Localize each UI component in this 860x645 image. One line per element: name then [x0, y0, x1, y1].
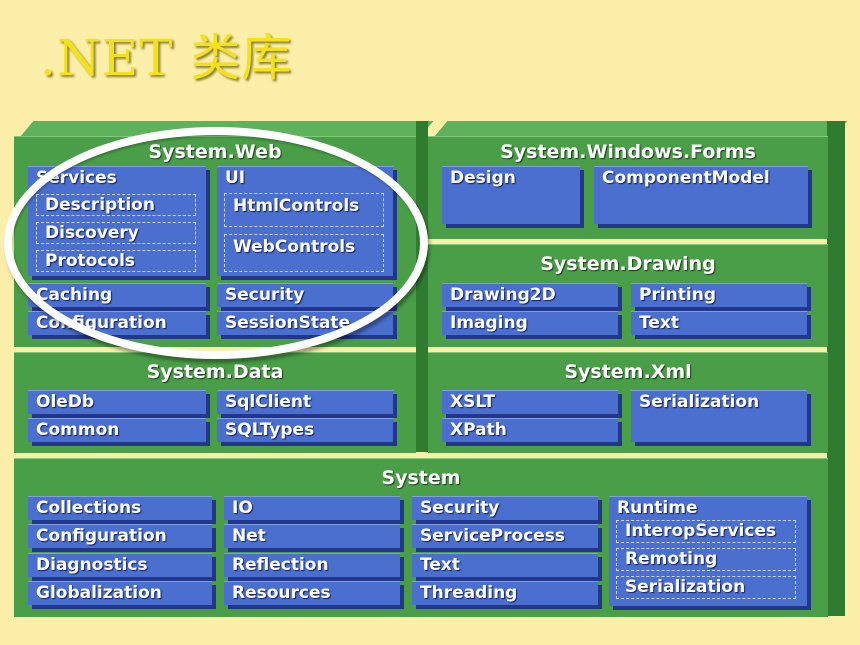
printing-box: Printing	[631, 283, 807, 307]
net-box: Net	[224, 524, 400, 548]
xslt-box: XSLT	[442, 390, 618, 414]
componentmodel-box: ComponentModel	[594, 166, 808, 224]
common-box: Common	[28, 418, 206, 442]
web-configuration-box: Configuration	[28, 311, 206, 335]
design-box: Design	[442, 166, 580, 224]
io-box: IO	[224, 496, 400, 520]
runtime-serialization-box: Serialization	[616, 576, 796, 599]
web-security-box: Security	[217, 283, 393, 307]
page-title: .NET 类库	[40, 29, 293, 87]
collections-box: Collections	[28, 496, 212, 520]
data-panel-side	[416, 346, 428, 452]
sys-text-box: Text	[412, 553, 598, 577]
discovery-box: Discovery	[36, 222, 196, 244]
drawing-text-box: Text	[631, 311, 807, 335]
remoting-box: Remoting	[616, 548, 796, 571]
drawing-panel-side	[827, 238, 845, 346]
caching-box: Caching	[28, 283, 206, 307]
threading-box: Threading	[412, 581, 598, 605]
web-panel-side	[416, 121, 428, 346]
ui-label: UI	[225, 168, 246, 188]
xpath-box: XPath	[442, 418, 618, 442]
htmlcontrols-box: HtmlControls	[224, 193, 384, 227]
services-label: Services	[36, 168, 117, 188]
system-panel-title: System	[381, 467, 461, 489]
sqltypes-box: SQLTypes	[217, 418, 393, 442]
runtime-label: Runtime	[617, 498, 698, 518]
globalization-box: Globalization	[28, 581, 212, 605]
ui-box: UI	[217, 166, 393, 276]
description-box: Description	[36, 194, 196, 216]
sqlclient-box: SqlClient	[217, 390, 393, 414]
drawing-panel-title: System.Drawing	[540, 253, 716, 275]
system-panel-side	[827, 452, 845, 616]
sys-configuration-box: Configuration	[28, 524, 212, 548]
data-panel-title: System.Data	[146, 361, 284, 383]
serviceprocess-box: ServiceProcess	[412, 524, 598, 548]
diagnostics-box: Diagnostics	[28, 553, 212, 577]
web-panel-title: System.Web	[148, 141, 282, 163]
runtime-box: Runtime	[609, 496, 807, 606]
sys-security-box: Security	[412, 496, 598, 520]
resources-box: Resources	[224, 581, 400, 605]
oledb-box: OleDb	[28, 390, 206, 414]
web-panel-top	[20, 121, 434, 137]
sessionstate-box: SessionState	[217, 311, 393, 335]
forms-panel-side	[827, 121, 845, 238]
services-box: Services	[28, 166, 206, 276]
drawing2d-box: Drawing2D	[442, 283, 618, 307]
forms-panel-title: System.Windows.Forms	[500, 141, 756, 163]
protocols-box: Protocols	[36, 250, 196, 272]
reflection-box: Reflection	[224, 553, 400, 577]
xml-panel-side	[827, 346, 845, 452]
xml-panel-title: System.Xml	[564, 361, 692, 383]
xml-serialization-box: Serialization	[631, 390, 807, 442]
webcontrols-box: WebControls	[224, 234, 384, 272]
imaging-box: Imaging	[442, 311, 618, 335]
interopservices-box: InteropServices	[616, 520, 796, 543]
forms-panel-top	[434, 121, 848, 137]
